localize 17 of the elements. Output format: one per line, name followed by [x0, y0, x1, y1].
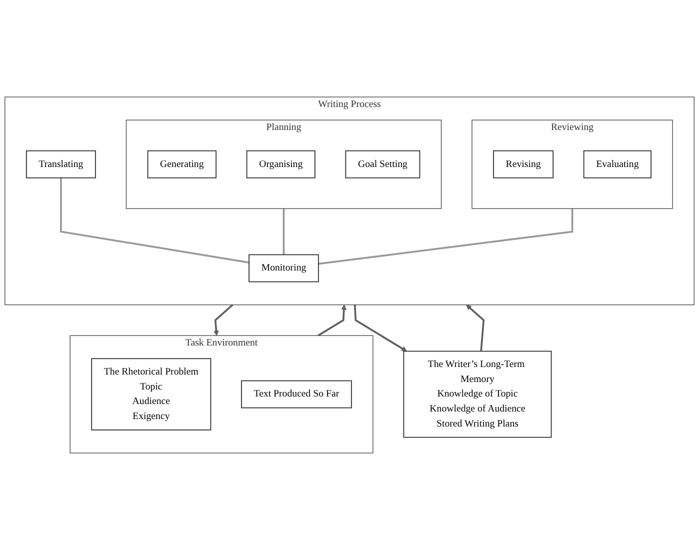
arrow	[318, 304, 347, 336]
node-box: Text Produced So Far	[241, 380, 352, 408]
connector	[282, 208, 285, 255]
node-box: The Rhetorical Problem Topic Audience Exigency	[91, 358, 212, 430]
node-box: Revising	[493, 150, 554, 178]
node-box: Translating	[26, 150, 96, 178]
connector	[60, 178, 250, 264]
node-box: Goal Setting	[345, 150, 420, 178]
arrow	[466, 304, 485, 352]
node-box: Monitoring	[248, 254, 319, 282]
arrow	[354, 304, 407, 352]
arrow	[214, 304, 234, 336]
connector	[318, 208, 574, 265]
node-box: Evaluating	[583, 150, 652, 178]
node-box: The Writer’s Long-Term Memory Knowledge of Topic Knowledge of Audience Stored Writing Plans	[403, 350, 552, 438]
node-box: Organising	[246, 150, 316, 178]
node-box: Generating	[147, 150, 217, 178]
